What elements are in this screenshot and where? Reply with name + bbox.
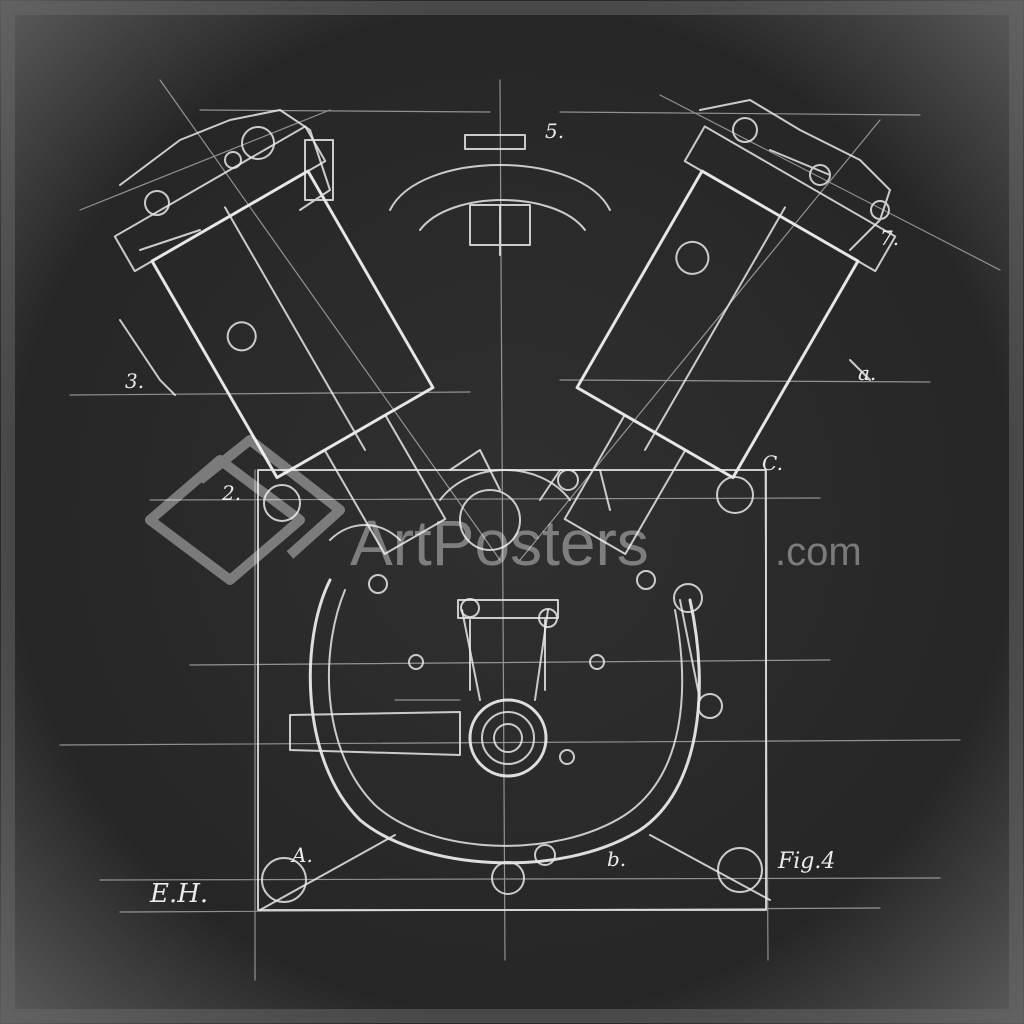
- intake-manifold: [389, 134, 611, 256]
- label-part-5: 5.: [545, 119, 564, 143]
- watermark-logo-icon: [145, 435, 345, 585]
- watermark-suffix: .com: [775, 530, 862, 574]
- label-part-a: a.: [858, 361, 876, 385]
- watermark-brand: ArtPosters: [350, 507, 649, 579]
- label-part-3: 3.: [125, 369, 144, 393]
- label-part-c: C.: [762, 451, 783, 475]
- left-cylinder-head: [119, 109, 334, 396]
- bolt-holes: [261, 476, 763, 903]
- part-labels: 5. 7. 3. a. C. 2. A. b. Fig.4 E.H.: [125, 119, 899, 909]
- label-part-2: 2.: [221, 481, 241, 505]
- label-part-7: 7.: [880, 226, 899, 250]
- right-cylinder-head: [699, 99, 891, 381]
- left-cylinder: [113, 125, 447, 556]
- right-cylinder: [563, 125, 897, 556]
- label-part-A: A.: [290, 843, 313, 867]
- label-figure: Fig.4: [777, 849, 835, 874]
- label-part-b: b.: [607, 847, 626, 871]
- timing-gear: [329, 449, 701, 701]
- crankcase: [257, 469, 771, 911]
- crankshaft: [457, 598, 559, 778]
- label-initials: E.H.: [149, 879, 208, 909]
- watermark: ArtPosters .com: [145, 435, 862, 585]
